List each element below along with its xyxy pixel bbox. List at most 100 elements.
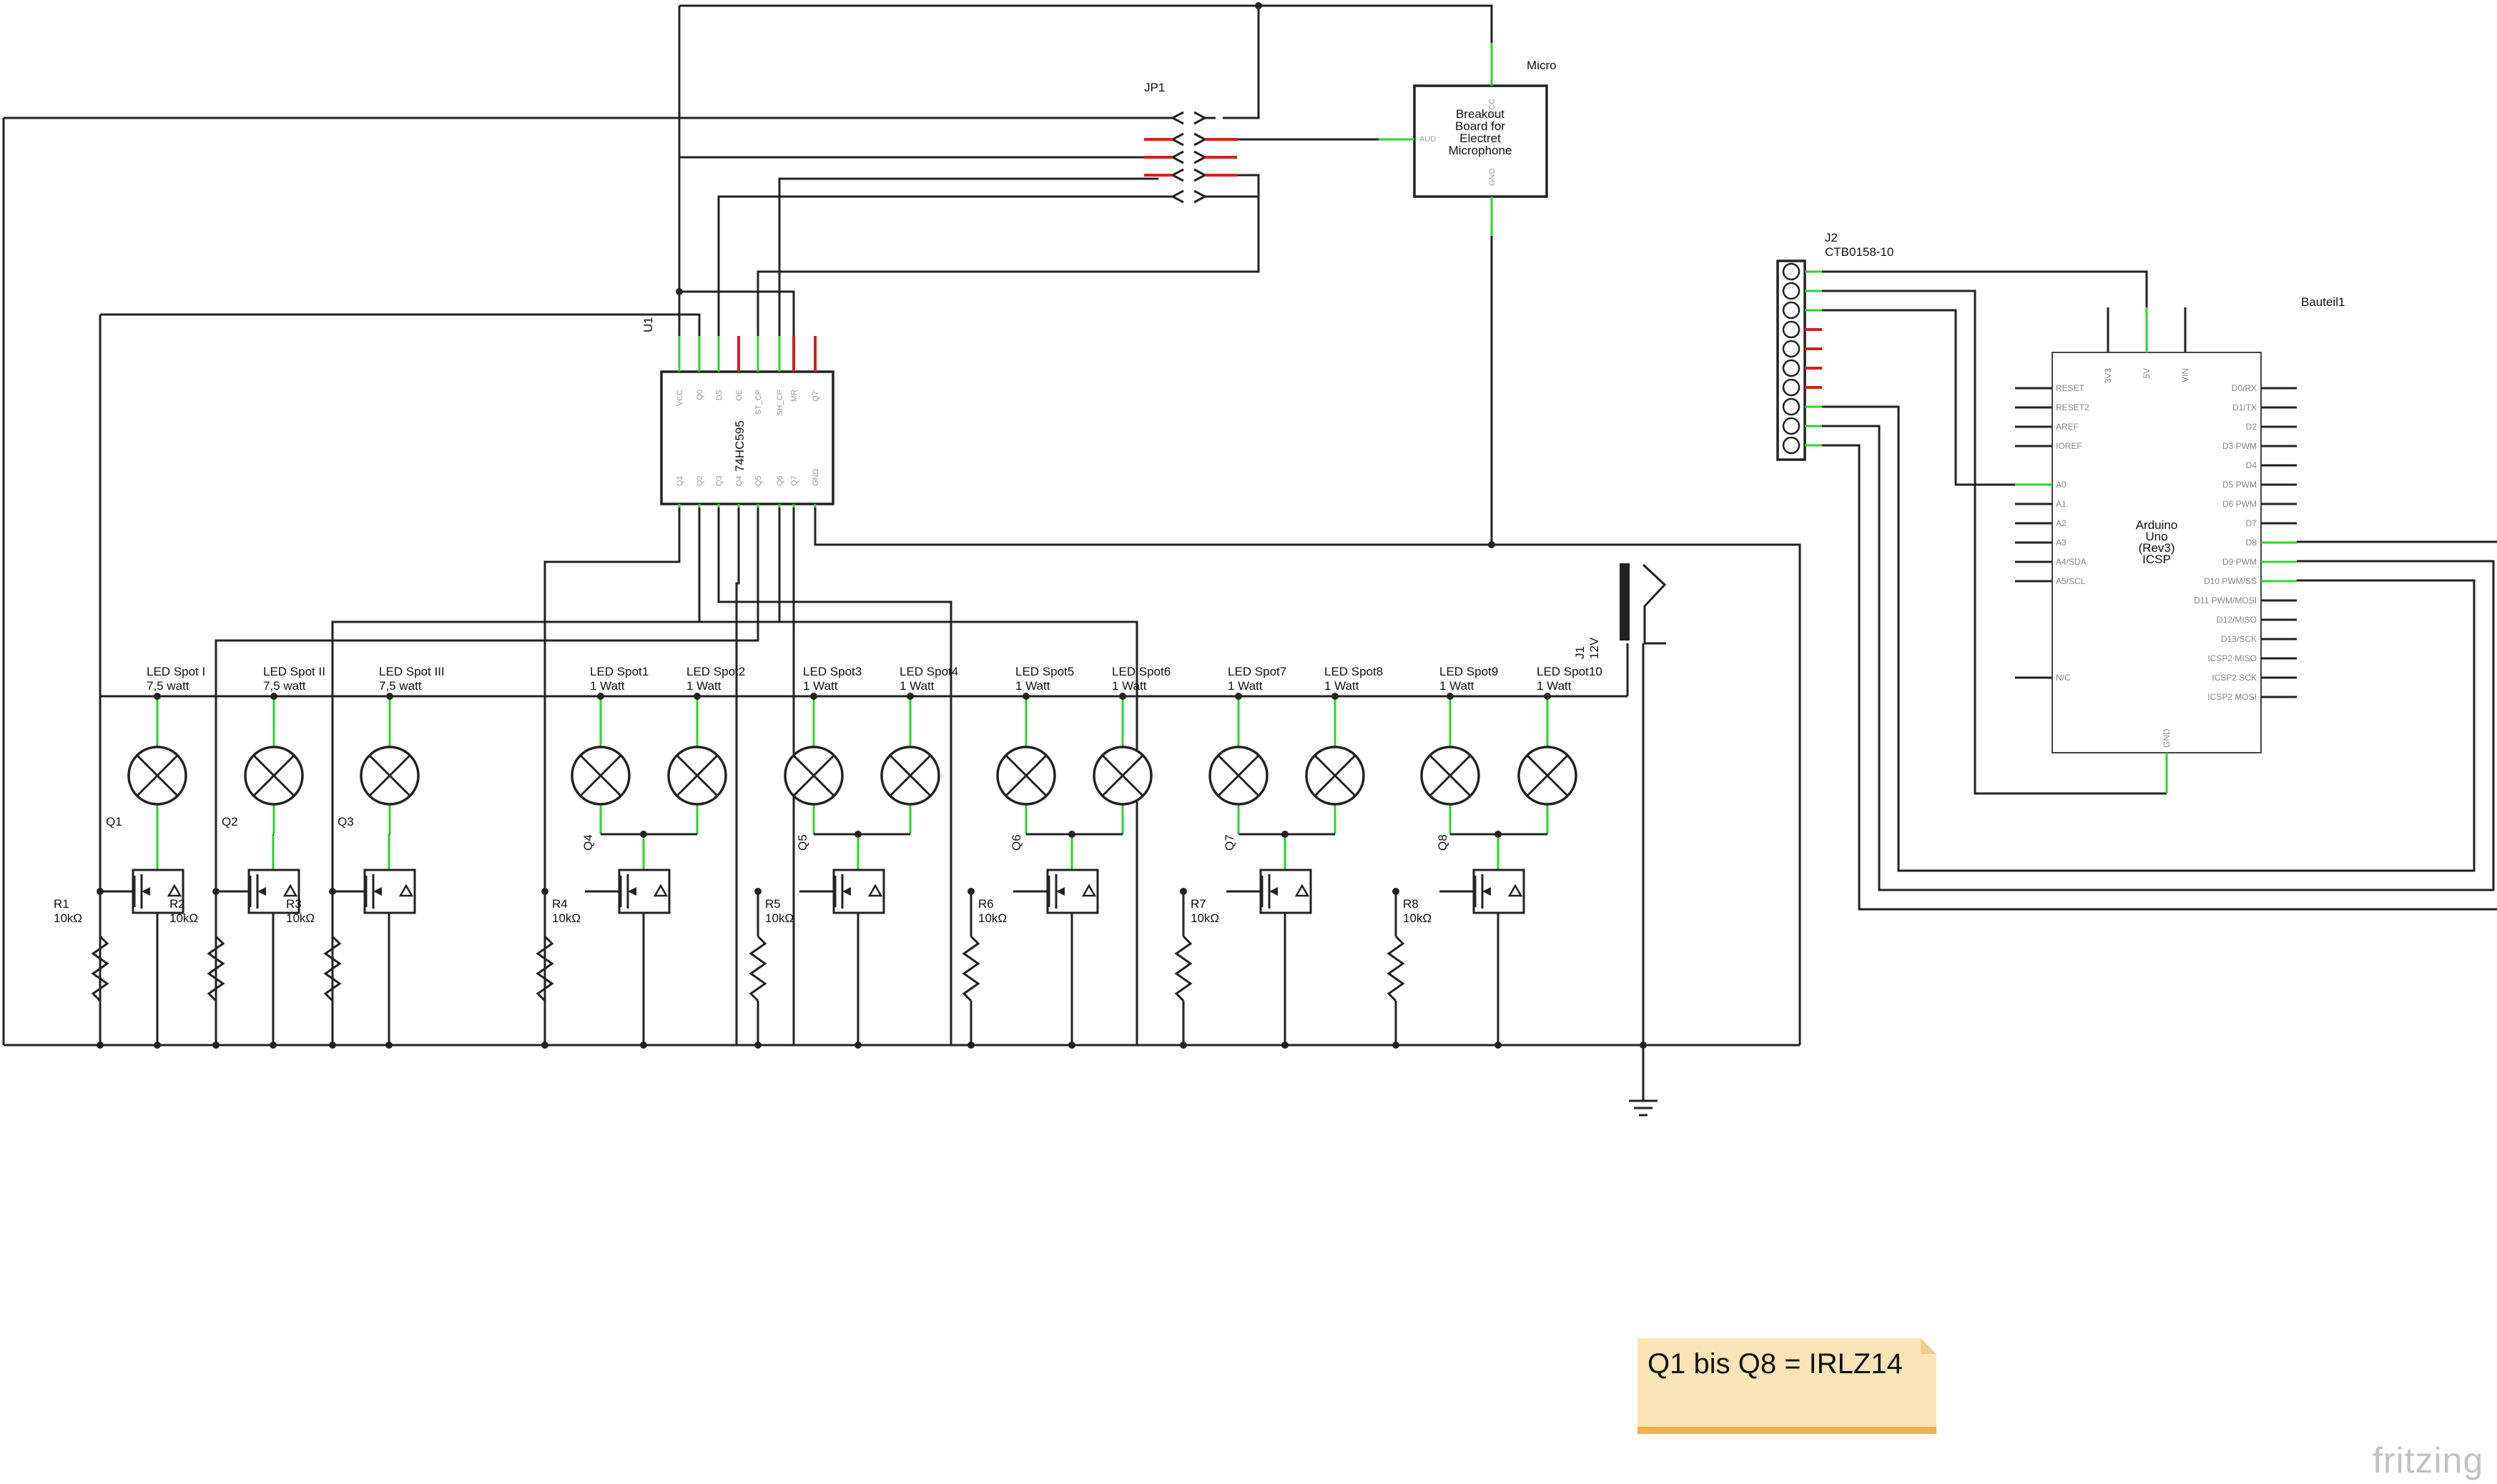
arduino-pin-label-gnd: GND bbox=[2162, 728, 2172, 748]
transistor-label: Q6 bbox=[1010, 834, 1023, 851]
j2-5v-wire bbox=[1822, 270, 2148, 307]
led-value: 1 Watt bbox=[1228, 679, 1263, 693]
mosfet-body bbox=[618, 869, 671, 914]
micro-vcc-wire bbox=[679, 4, 1493, 86]
j2-name: J2 bbox=[1825, 231, 1838, 244]
resistor-zigzag bbox=[207, 935, 225, 1002]
led-lamp-cross bbox=[676, 754, 719, 797]
u1-pin-label-top: Q0 bbox=[696, 390, 704, 400]
u1-pin-label-top: ST_CP bbox=[754, 390, 763, 415]
mosfet-arrow bbox=[842, 887, 851, 896]
u1-body bbox=[660, 370, 834, 505]
led-name: LED Spot10 bbox=[1537, 665, 1602, 678]
arduino-pin-label-right: D10 PWM/SS bbox=[2204, 576, 2257, 586]
u1-pin-label-bottom: Q2 bbox=[696, 475, 704, 486]
junction-gate bbox=[754, 888, 762, 895]
resistor-name: R3 bbox=[286, 897, 302, 911]
mosfet-arrow bbox=[142, 887, 150, 896]
resistor bbox=[749, 935, 767, 1002]
led-lamp-cross bbox=[252, 754, 295, 797]
led-value: 1 Watt bbox=[1015, 679, 1050, 693]
junction-gate bbox=[212, 888, 220, 895]
arduino-pin-label-left: A3 bbox=[2056, 538, 2067, 548]
mosfet-diode bbox=[398, 884, 414, 897]
mosfet-arrow bbox=[1056, 887, 1065, 896]
jp1-name: JP1 bbox=[1144, 81, 1165, 94]
junction-r bbox=[754, 1042, 762, 1049]
arduino-body-text: Arduino bbox=[2136, 518, 2178, 532]
resistor-zigzag bbox=[323, 935, 342, 1002]
resistor-name: R8 bbox=[1403, 897, 1419, 911]
led-lamp bbox=[1093, 746, 1153, 806]
junction-led bbox=[597, 693, 604, 700]
j1-contact bbox=[1642, 563, 1667, 645]
arduino-pin-label-right: D1/TX bbox=[2232, 402, 2257, 412]
mosfet-arrow bbox=[1482, 887, 1491, 896]
mosfet-diode bbox=[1507, 884, 1523, 897]
led-value: 1 Watt bbox=[1324, 679, 1359, 693]
q1-output bbox=[543, 508, 681, 1045]
j2-pin bbox=[1782, 397, 1801, 416]
resistor-zigzag bbox=[1387, 935, 1405, 1002]
resistor-zigzag bbox=[91, 935, 109, 1002]
led-lamp-cross bbox=[1526, 754, 1569, 797]
junction-drain bbox=[1281, 831, 1289, 838]
u1-pin-label-bottom: Q4 bbox=[735, 475, 744, 486]
led-lamp bbox=[1420, 746, 1480, 806]
micro-body-text: Board for bbox=[1455, 119, 1505, 133]
u1-top-wire bbox=[679, 290, 795, 336]
resistor-value: 10kΩ bbox=[1403, 911, 1432, 925]
arduino-pin-label-right: D3 PWM bbox=[2222, 441, 2257, 451]
junction-gate bbox=[541, 888, 548, 895]
resistor-name: R6 bbox=[978, 897, 994, 911]
junction-led bbox=[1235, 693, 1242, 700]
led-name: LED Spot I bbox=[147, 665, 205, 678]
junction-r bbox=[329, 1042, 336, 1049]
components: VCCQ1Q0Q2DSQ3OEQ4ST_CPQ5SH_CPQ6MRQ7Q7'GN… bbox=[91, 43, 2345, 1002]
junction-led bbox=[1331, 693, 1339, 700]
led-name: LED Spot5 bbox=[1015, 665, 1074, 678]
u1-pin-label-bottom: Q3 bbox=[715, 475, 724, 486]
j2-pin bbox=[1782, 436, 1801, 455]
j2-pin bbox=[1782, 301, 1801, 320]
resistor-zigzag bbox=[749, 935, 767, 1002]
mosfet-body bbox=[132, 869, 184, 914]
led-lamp-cross bbox=[1217, 754, 1260, 797]
led-name: LED Spot9 bbox=[1439, 665, 1498, 678]
mosfet bbox=[1259, 869, 1312, 914]
arduino-pin-label-right: ICSP2 SCK bbox=[2212, 673, 2257, 683]
arduino-pin-label-left: A1 bbox=[2056, 499, 2067, 509]
junction-led bbox=[810, 693, 817, 700]
mosfet-diode bbox=[653, 884, 669, 897]
junction-gate bbox=[97, 888, 104, 895]
q5-output bbox=[215, 508, 759, 1045]
mosfet-body bbox=[247, 869, 300, 914]
resistor-value: 10kΩ bbox=[1191, 911, 1219, 925]
jp1-pin-left bbox=[1158, 111, 1184, 125]
arduino-pin-label-right: ICSP2 MISO bbox=[2207, 653, 2257, 663]
arduino-pin-label-left: A2 bbox=[2056, 518, 2067, 528]
led-name: LED Spot8 bbox=[1324, 665, 1383, 678]
u1-pin-label-bottom: Q7 bbox=[790, 475, 799, 486]
mosfet-diode bbox=[282, 884, 298, 897]
j2-pin bbox=[1782, 378, 1801, 397]
j2-pin bbox=[1782, 340, 1801, 358]
mosfet-body bbox=[1472, 869, 1525, 914]
junction-led bbox=[1023, 693, 1030, 700]
arduino-pin-label-left: RESET2 bbox=[2056, 402, 2089, 412]
mosfet-arrow bbox=[257, 887, 266, 896]
led-name: LED Spot1 bbox=[590, 665, 649, 678]
arduino-pin-label-left: AREF bbox=[2056, 422, 2079, 432]
arduino-pin-label-right: D8 bbox=[2246, 538, 2257, 548]
arduino-body-text: Uno bbox=[2145, 530, 2167, 543]
resistor-name: R7 bbox=[1191, 897, 1206, 911]
resistor bbox=[1174, 935, 1193, 1002]
transistor-label: Q7 bbox=[1223, 834, 1236, 851]
jp1-vcc-wire bbox=[1223, 6, 1260, 119]
junction-led bbox=[270, 693, 277, 700]
resistor-value: 10kΩ bbox=[54, 911, 82, 925]
u1-gnd-wire bbox=[814, 508, 1801, 1045]
transistor-label: Q3 bbox=[338, 815, 354, 828]
